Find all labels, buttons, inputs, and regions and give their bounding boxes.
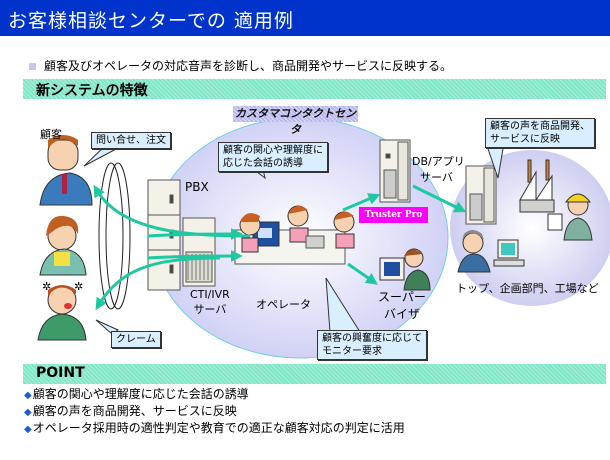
diamond-bullet-icon: ◆ <box>24 390 32 401</box>
arrow-to-department-server <box>412 184 467 213</box>
department-server-icon <box>465 165 497 225</box>
title-bar <box>0 0 610 36</box>
pbx-label: PBX <box>185 180 209 194</box>
operator-label: オペレータ <box>256 298 311 311</box>
contact-center-title: カスタマコンタクトセンタ <box>233 106 358 136</box>
supervisor-label-line-2: バイザ <box>384 307 421 321</box>
diagram-canvas: ✲ ✲ <box>37 117 610 359</box>
customer-man-icon <box>39 135 93 206</box>
cti-ivr-server-icon <box>182 217 216 287</box>
customer-woman-icon <box>39 215 87 276</box>
point-text: オペレータ採用時の適性判定や教育での適正な顧客対応の判定に活用 <box>32 421 405 435</box>
customers-label: 顧客 <box>40 128 62 141</box>
db-app-label-line-1: DB/アプリ <box>412 155 465 168</box>
diamond-bullet-icon: ◆ <box>24 407 32 418</box>
callout-guidance-line-1: 顧客の関心や理解度に <box>223 145 323 156</box>
section-title-point: POINT <box>36 365 85 381</box>
cti-ivr-label: CTI/IVR サーバ <box>190 287 230 317</box>
factory-icon <box>519 159 555 213</box>
callout-feedback-line-1: 顧客の声を商品開発、 <box>490 121 590 132</box>
lead-text: 顧客及びオペレータの対応音声を診断し、商品開発やサービスに反映する。 <box>44 59 453 73</box>
point-item: ◆オペレータ採用時の適性判定や教育での適正な顧客対応の判定に活用 <box>24 419 405 436</box>
callout-inquiry: 問い合せ、注文 <box>91 132 171 149</box>
section-band-point <box>23 364 606 384</box>
operators-icon <box>234 205 355 265</box>
factory-worker-icon <box>547 193 593 241</box>
arrow-to-angry-customer <box>95 256 221 311</box>
truster-pro-badge: Truster Pro <box>359 207 428 223</box>
section-title-features: 新システムの特徴 <box>36 83 148 99</box>
callout-guidance-line-2: 応じた会話の誘導 <box>223 158 303 169</box>
departments-label: トップ、企画部門、工場など <box>456 282 599 295</box>
arrow-from-pbx-to-operator <box>147 228 243 241</box>
svg-text:✲: ✲ <box>42 280 51 293</box>
point-text: 顧客の声を商品開発、サービスに反映 <box>32 404 237 418</box>
executive-icon <box>457 230 525 273</box>
callout-feedback-line-2: サービスに反映 <box>490 134 560 145</box>
supervisor-label-line-1: スーパー <box>378 290 426 304</box>
db-app-label-line-2: サーバ <box>420 171 453 184</box>
svg-text:✲: ✲ <box>74 280 83 293</box>
diamond-bullet-icon: ◆ <box>24 424 32 435</box>
db-app-label: DB/アプリ サーバ <box>412 154 465 186</box>
supervisor-label: スーパー バイザ <box>378 289 426 323</box>
page-title: お客様相談センターでの 適用例 <box>8 10 294 32</box>
customer-angry-icon: ✲ ✲ <box>37 280 87 341</box>
square-bullet-icon <box>29 63 36 70</box>
point-item: ◆顧客の関心や理解度に応じた会話の誘導 <box>24 385 249 402</box>
point-text: 顧客の関心や理解度に応じた会話の誘導 <box>32 387 249 401</box>
arrow-to-customer <box>93 184 251 238</box>
arrow-to-db-server <box>342 193 381 212</box>
cti-ivr-label-line-2: サーバ <box>193 303 227 316</box>
section-band-features <box>23 79 606 99</box>
callout-monitor-line-1: 顧客の興奮度に応じて <box>322 333 422 344</box>
callout-guidance: 顧客の関心や理解度に 応じた会話の誘導 <box>218 142 328 172</box>
arrow-from-pbx-to-operator-2 <box>147 250 243 263</box>
point-item: ◆顧客の声を商品開発、サービスに反映 <box>24 402 237 419</box>
cti-ivr-label-line-1: CTI/IVR <box>190 288 230 301</box>
callout-complaint: クレーム <box>111 331 161 348</box>
supervisor-icon <box>379 248 431 291</box>
arrow-to-supervisor <box>347 262 378 285</box>
call-flow-arrows <box>93 184 467 311</box>
callout-feedback: 顧客の声を商品開発、 サービスに反映 <box>485 118 595 148</box>
phone-line-icon <box>98 162 131 310</box>
callout-monitor: 顧客の興奮度に応じて モニター要求 <box>317 330 427 360</box>
db-app-server-icon <box>379 139 411 203</box>
callout-monitor-line-2: モニター要求 <box>322 346 382 357</box>
